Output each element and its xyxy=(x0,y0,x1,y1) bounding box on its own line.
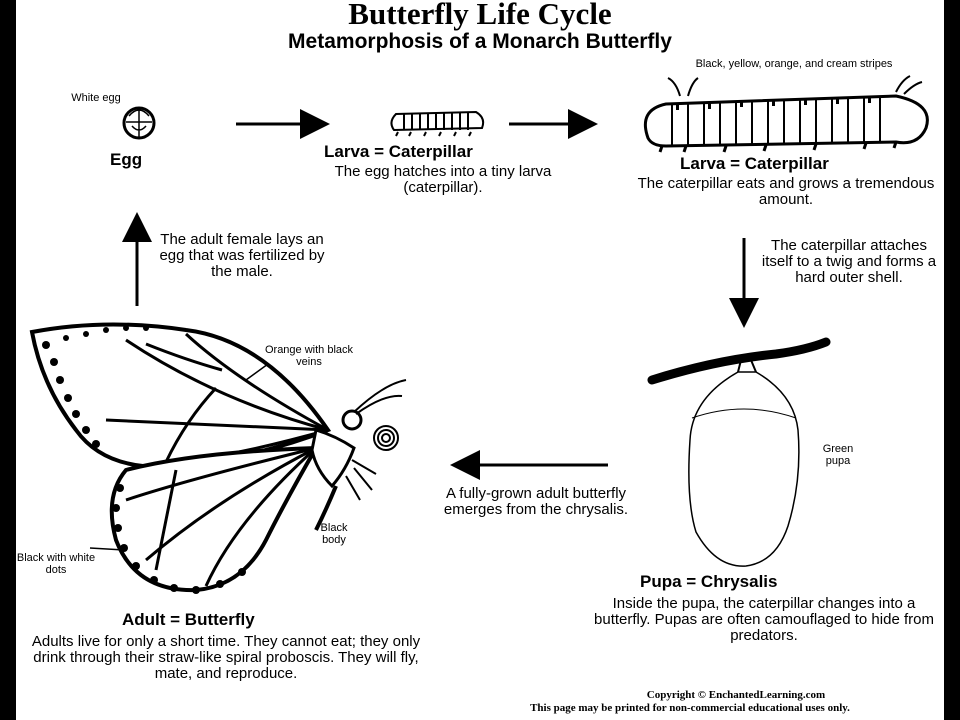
caterpillar-label: Black, yellow, orange, and cream stripes xyxy=(695,58,893,70)
caterpillar-description: The caterpillar eats and grows a tremend… xyxy=(637,175,935,208)
page-subtitle: Metamorphosis of a Monarch Butterfly xyxy=(288,30,672,53)
page-title: Butterfly Life Cycle xyxy=(348,0,612,31)
chrysalis-drawing xyxy=(647,337,831,567)
larva-description: The egg hatches into a tiny larva (cater… xyxy=(334,163,552,196)
caterpillar-caption: The caterpillar attaches itself to a twi… xyxy=(761,237,937,286)
copyright-notice: Copyright © EnchantedLearning.com xyxy=(646,689,826,701)
wing-edge-label: Black with white dots xyxy=(16,552,96,576)
pupa-stage-title: Pupa = Chrysalis xyxy=(640,572,778,591)
butterfly-drawing xyxy=(29,322,407,594)
butterfly-stage-title: Adult = Butterfly xyxy=(122,610,255,629)
egg-label: White egg xyxy=(71,92,121,104)
life-cycle-illustration xyxy=(29,75,929,594)
tiny-larva-drawing xyxy=(390,110,485,137)
butterfly-emergence-caption: A fully-grown adult butterfly emerges fr… xyxy=(443,485,629,518)
caterpillar-stage-title: Larva = Caterpillar xyxy=(680,154,829,173)
egg-drawing xyxy=(122,106,156,140)
larva-stage-title: Larva = Caterpillar xyxy=(324,142,473,161)
body-label: Black body xyxy=(320,522,348,546)
pupa-description: Inside the pupa, the caterpillar changes… xyxy=(594,595,934,644)
egg-stage-title: Egg xyxy=(110,150,143,169)
butterfly-description: Adults live for only a short time. They … xyxy=(31,633,421,682)
pupa-label: Green pupa xyxy=(822,443,854,467)
caterpillar-drawing xyxy=(643,75,929,153)
worksheet: Butterfly Life Cycle Metamorphosis of a … xyxy=(16,0,944,720)
wing-color-label: Orange with black veins xyxy=(264,344,354,368)
egg-caption: The adult female lays an egg that was fe… xyxy=(159,231,325,280)
usage-note: This page may be printed for non-commerc… xyxy=(530,702,850,714)
